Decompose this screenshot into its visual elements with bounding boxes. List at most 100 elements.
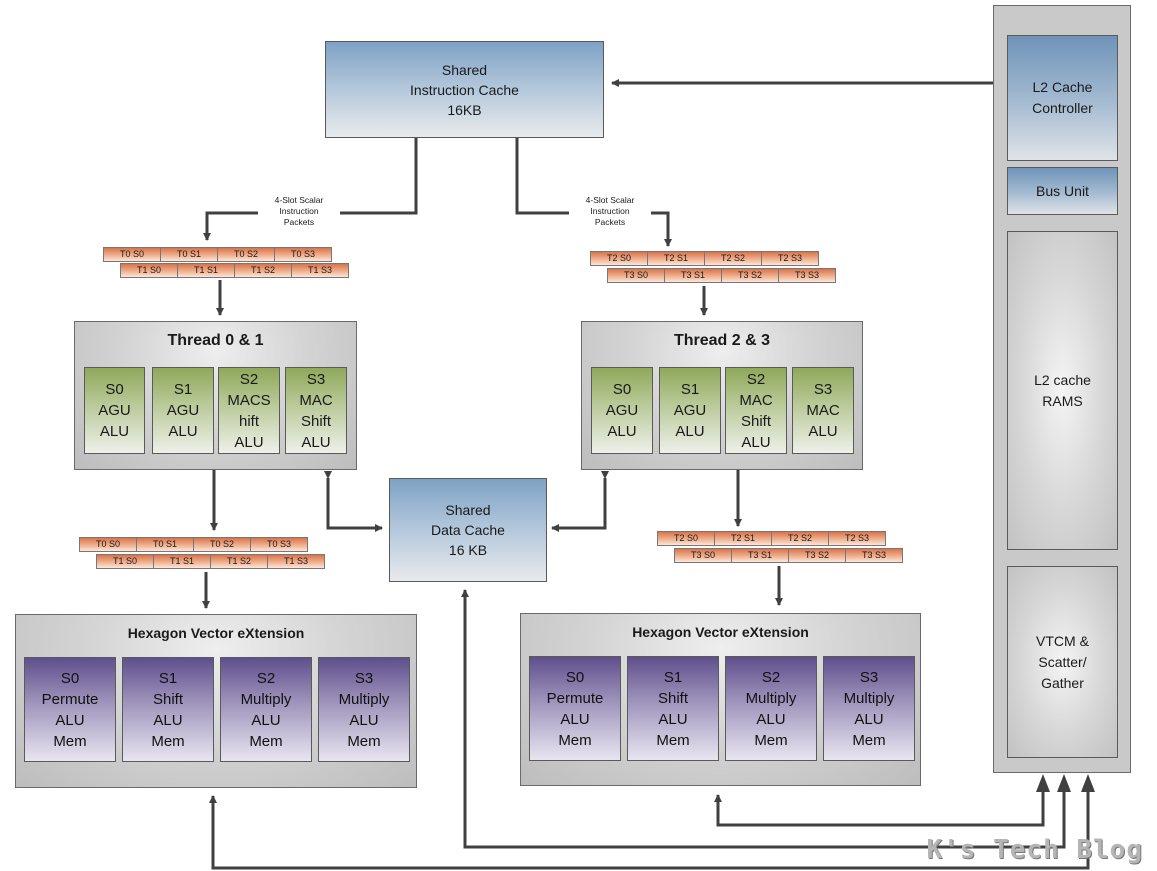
shared-data-cache: Shared Data Cache 16 KB xyxy=(389,478,547,582)
unit-label: S1 Shift ALU Mem xyxy=(151,669,185,750)
packet-slot: T2 S0 xyxy=(590,251,648,266)
packet-slot: T0 S3 xyxy=(250,537,308,552)
packet-slot: T1 S2 xyxy=(234,263,292,278)
packet-row-t1-top: T1 S0 T1 S1 T1 S2 T1 S3 xyxy=(120,263,349,278)
scalar-unit-s2: S2 MACS hift ALU xyxy=(218,367,280,454)
vector-unit-s0: S0 Permute ALU Mem xyxy=(24,657,116,762)
l2-controller-label: L2 Cache Controller xyxy=(1032,79,1093,116)
arrow-hvx-right-vtcm xyxy=(714,780,1045,827)
scalar-unit-s2: S2 MAC Shift ALU xyxy=(725,367,787,454)
arrow-dcache-vtcm xyxy=(461,589,1066,849)
packet-slot: T1 S0 xyxy=(120,263,178,278)
packet-slot: T1 S3 xyxy=(291,263,349,278)
packet-slot: T0 S1 xyxy=(160,247,218,262)
packet-slot: T3 S3 xyxy=(845,548,903,563)
vector-unit-s1: S1 Shift ALU Mem xyxy=(627,656,719,761)
packet-slot: T0 S2 xyxy=(217,247,275,262)
vector-unit-s0: S0 Permute ALU Mem xyxy=(529,656,621,761)
packet-slot: T2 S1 xyxy=(714,531,772,546)
vector-unit-s3: S3 Multiply ALU Mem xyxy=(823,656,915,761)
shared-instruction-cache: Shared Instruction Cache 16KB xyxy=(325,41,604,138)
vector-unit-s1: S1 Shift ALU Mem xyxy=(122,657,214,762)
unit-label: S0 Permute ALU Mem xyxy=(546,668,604,749)
arrow-thread01-dcache xyxy=(324,471,383,532)
unit-label: S3 MAC Shift ALU xyxy=(299,370,333,451)
packet-slot: T3 S2 xyxy=(788,548,846,563)
packet-row-t2-top: T2 S0 T2 S1 T2 S2 T2 S3 xyxy=(590,251,819,266)
unit-label: S3 Multiply ALU Mem xyxy=(843,668,895,749)
packet-slot: T3 S1 xyxy=(664,268,722,283)
thread-2-3-block: Thread 2 & 3 S0 AGU ALU S1 AGU ALU S2 MA… xyxy=(581,321,863,470)
packet-slot: T2 S3 xyxy=(761,251,819,266)
packet-slot: T2 S0 xyxy=(657,531,715,546)
packet-label-right: 4-Slot Scalar Instruction Packets xyxy=(569,195,651,228)
l2-rams-label: L2 cache RAMS xyxy=(1034,371,1091,409)
unit-label: S0 AGU ALU xyxy=(605,381,639,440)
packet-slot: T0 S3 xyxy=(274,247,332,262)
packet-slot: T1 S0 xyxy=(96,554,154,569)
hvx-left-block: Hexagon Vector eXtension S0 Permute ALU … xyxy=(15,614,417,788)
packet-slot: T1 S3 xyxy=(267,554,325,569)
scalar-unit-s0: S0 AGU ALU xyxy=(591,367,653,454)
unit-label: S0 AGU ALU xyxy=(98,381,131,440)
l2-cache-rams: L2 cache RAMS xyxy=(1007,231,1118,550)
packet-slot: T0 S0 xyxy=(79,537,137,552)
bus-unit: Bus Unit xyxy=(1007,167,1118,215)
unit-label: S2 MAC Shift ALU xyxy=(739,370,773,451)
packet-slot: T0 S0 xyxy=(103,247,161,262)
thread-0-1-title: Thread 0 & 1 xyxy=(167,332,264,349)
packet-slot: T2 S3 xyxy=(828,531,886,546)
packet-label-left: 4-Slot Scalar Instruction Packets xyxy=(258,195,340,228)
scalar-unit-s1: S1 AGU ALU xyxy=(152,367,214,454)
scalar-unit-s0: S0 AGU ALU xyxy=(84,367,145,454)
watermark: K's Tech Blog xyxy=(926,835,1143,865)
packet-row-t1-bottom: T1 S0 T1 S1 T1 S2 T1 S3 xyxy=(96,554,325,569)
arrow-thread23-dcache xyxy=(551,471,609,532)
packet-slot: T3 S1 xyxy=(731,548,789,563)
packet-slot: T3 S2 xyxy=(721,268,779,283)
unit-label: S2 Multiply ALU Mem xyxy=(745,668,797,749)
vector-unit-s2: S2 Multiply ALU Mem xyxy=(220,657,312,762)
packet-slot: T2 S2 xyxy=(771,531,829,546)
packet-slot: T2 S2 xyxy=(704,251,762,266)
vtcm-label: VTCM & Scatter/ Gather xyxy=(1036,632,1089,691)
thread-0-1-block: Thread 0 & 1 S0 AGU ALU S1 AGU ALU S2 MA… xyxy=(74,321,357,470)
l2-subsystem: L2 Cache Controller Bus Unit L2 cache RA… xyxy=(993,5,1131,773)
data-cache-label: Shared Data Cache 16 KB xyxy=(431,502,505,558)
packet-row-t3-top: T3 S0 T3 S1 T3 S2 T3 S3 xyxy=(607,268,836,283)
scalar-unit-s3: S3 MAC ALU xyxy=(792,367,854,454)
unit-label: S0 Permute ALU Mem xyxy=(41,669,99,750)
hvx-left-title: Hexagon Vector eXtension xyxy=(127,625,305,641)
unit-label: S3 MAC ALU xyxy=(806,381,840,440)
vector-unit-s2: S2 Multiply ALU Mem xyxy=(725,656,817,761)
hvx-right-block: Hexagon Vector eXtension S0 Permute ALU … xyxy=(520,613,921,786)
packet-slot: T1 S1 xyxy=(177,263,235,278)
packet-slot: T2 S1 xyxy=(647,251,705,266)
unit-label: S1 AGU ALU xyxy=(673,381,707,440)
packet-row-t0-top: T0 S0 T0 S1 T0 S2 T0 S3 xyxy=(103,247,332,262)
packet-slot: T1 S1 xyxy=(153,554,211,569)
packet-slot: T3 S3 xyxy=(778,268,836,283)
instruction-cache-label: Shared Instruction Cache 16KB xyxy=(410,61,519,118)
packet-slot: T3 S0 xyxy=(674,548,732,563)
thread-2-3-title: Thread 2 & 3 xyxy=(673,332,771,349)
l2-cache-controller: L2 Cache Controller xyxy=(1007,35,1118,161)
packet-slot: T1 S2 xyxy=(210,554,268,569)
hvx-right-title: Hexagon Vector eXtension xyxy=(632,624,809,640)
packet-slot: T3 S0 xyxy=(607,268,665,283)
arrow-icache-to-right-packets xyxy=(515,138,672,247)
packet-row-t2-bottom: T2 S0 T2 S1 T2 S2 T2 S3 xyxy=(657,531,886,546)
packet-slot: T0 S2 xyxy=(193,537,251,552)
packet-row-t0-bottom: T0 S0 T0 S1 T0 S2 T0 S3 xyxy=(79,537,308,552)
unit-label: S3 Multiply ALU Mem xyxy=(338,669,390,750)
scalar-unit-s3: S3 MAC Shift ALU xyxy=(285,367,347,454)
unit-label: S2 Multiply ALU Mem xyxy=(240,669,292,750)
packet-slot: T0 S1 xyxy=(136,537,194,552)
unit-label: S1 AGU ALU xyxy=(166,381,200,440)
bus-unit-label: Bus Unit xyxy=(1036,182,1089,199)
packet-row-t3-bottom: T3 S0 T3 S1 T3 S2 T3 S3 xyxy=(674,548,903,563)
vtcm-scatter-gather: VTCM & Scatter/ Gather xyxy=(1007,566,1118,758)
unit-label: S2 MACS hift ALU xyxy=(227,370,271,451)
unit-label: S1 Shift ALU Mem xyxy=(656,668,690,749)
